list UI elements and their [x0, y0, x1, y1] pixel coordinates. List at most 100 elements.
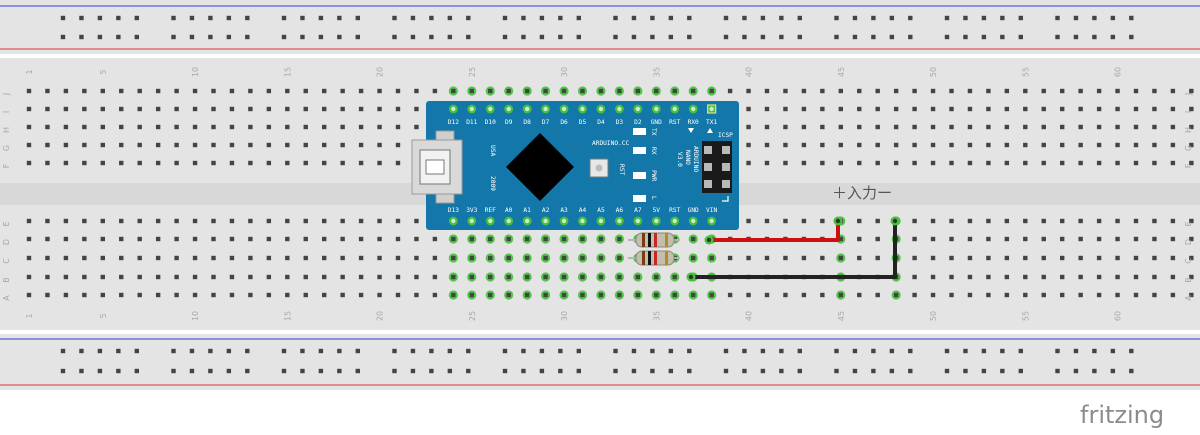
column-number: 5	[99, 69, 108, 74]
column-number: 20	[376, 67, 385, 77]
column-number: 25	[468, 311, 477, 321]
column-number: 35	[652, 67, 661, 77]
arduino-bottom-pin-label: A4	[579, 207, 587, 214]
row-letter-left: A	[2, 295, 11, 301]
row-letter-right: I	[1184, 111, 1193, 113]
icsp-label: ICSP	[718, 132, 733, 139]
arduino-top-pin-label: D4	[597, 119, 605, 126]
column-number: 10	[191, 67, 200, 77]
pwr-led-label: PWR	[650, 170, 657, 181]
column-number: 40	[745, 67, 754, 77]
model-line-2: NANO	[684, 150, 691, 165]
model-line-1: ARDUINO	[692, 146, 699, 172]
icsp-bracket	[722, 196, 729, 202]
column-number: 1	[25, 313, 34, 318]
wire-endpoints	[686, 216, 900, 282]
column-number: 15	[283, 67, 292, 77]
arduino-top-pin-label: D9	[505, 119, 513, 126]
red-wire[interactable]	[709, 221, 840, 242]
row-letter-left: D	[2, 239, 11, 245]
arduino-bottom-pin-label: 3V3	[466, 207, 477, 214]
l-led-label: L	[650, 196, 657, 200]
column-number: 45	[837, 311, 846, 321]
arduino-bottom-pin-label: 5V	[653, 207, 661, 214]
resistor-2[interactable]	[628, 250, 680, 266]
power-rail-holes	[60, 15, 1134, 374]
row-letter-right: B	[1184, 277, 1193, 283]
arduino-top-pin-label: D2	[634, 119, 642, 126]
arduino-top-pin-label: D12	[448, 119, 459, 126]
arduino-bottom-pin-label: A3	[560, 207, 568, 214]
arduino-bottom-pin-label: A7	[634, 207, 642, 214]
column-number: 10	[191, 311, 200, 321]
microcontroller-chip	[506, 133, 574, 201]
tx-led-label: TX	[650, 128, 657, 136]
top-power-rail	[0, 0, 1200, 54]
rx-led-label: RX	[650, 147, 657, 155]
row-letter-left: F	[2, 163, 11, 168]
arduino-top-pin-label: D3	[616, 119, 624, 126]
arduino-bottom-pin-label: A1	[523, 207, 531, 214]
fritzing-logo: fritzing	[1080, 401, 1164, 429]
row-letter-right: G	[1184, 145, 1193, 151]
icsp-pins	[704, 146, 730, 188]
icsp-arrow-icon	[707, 128, 713, 133]
column-number: 1	[25, 69, 34, 74]
row-letter-right: C	[1184, 258, 1193, 264]
year-label: 2009	[489, 176, 496, 191]
arduino-bottom-pin-label: REF	[485, 207, 496, 214]
column-number: 40	[745, 311, 754, 321]
arduino-bottom-pin-label: A0	[505, 207, 513, 214]
usb-tab-bottom	[435, 193, 455, 204]
arduino-top-pin-label: TX1	[706, 119, 717, 126]
row-letter-left: J	[2, 93, 11, 96]
arduino-bottom-pin-label: D13	[448, 207, 459, 214]
column-number: 60	[1114, 67, 1123, 77]
arduino-bottom-pin-label: A2	[542, 207, 550, 214]
resistor-1[interactable]	[628, 232, 680, 248]
row-letter-left: H	[2, 127, 11, 133]
usb-tab-top	[435, 130, 455, 141]
arduino-brand-label: ARDUINO.CC	[592, 140, 630, 147]
row-letter-right: A	[1184, 295, 1193, 301]
column-number: 30	[560, 311, 569, 321]
arduino-top-pin-label: D11	[466, 119, 477, 126]
column-number: 5	[99, 313, 108, 318]
arduino-pins	[448, 104, 717, 226]
column-number: 50	[929, 311, 938, 321]
row-letter-left: I	[2, 111, 11, 113]
row-letter-left: C	[2, 258, 11, 264]
arduino-nano[interactable]: RST ARDUINO.CC USA 2009 TX RX PWR L ARDU…	[411, 101, 739, 230]
arduino-bottom-pin-label: RST	[669, 207, 680, 214]
reset-button-cap	[595, 164, 603, 172]
arduino-bottom-pin-label: A5	[597, 207, 605, 214]
arduino-top-pin-label: D8	[523, 119, 531, 126]
column-number: 25	[468, 67, 477, 77]
tx-led	[633, 128, 646, 135]
black-wire[interactable]	[691, 221, 897, 279]
reset-label: RST	[618, 164, 625, 175]
row-letter-left: E	[2, 221, 11, 226]
row-letter-right: D	[1184, 239, 1193, 245]
row-letter-right: H	[1184, 127, 1193, 133]
arduino-top-pin-label: D10	[485, 119, 496, 126]
row-letter-right: F	[1184, 163, 1193, 168]
column-number: 55	[1021, 311, 1030, 321]
arduino-bottom-pin-label: A6	[616, 207, 624, 214]
arduino-top-pin-label: D5	[579, 119, 587, 126]
column-number: 50	[929, 67, 938, 77]
arduino-bottom-pin-label: GND	[688, 207, 699, 214]
usb-label: USA	[489, 145, 496, 156]
model-line-3: V3.0	[676, 152, 683, 167]
column-number: 35	[652, 311, 661, 321]
arduino-board	[426, 101, 739, 230]
row-letter-left: G	[2, 145, 11, 151]
arduino-bottom-pin-label: VIN	[706, 207, 717, 214]
column-number: 60	[1114, 311, 1123, 321]
row-letter-right: E	[1184, 221, 1193, 226]
column-number: 55	[1021, 67, 1030, 77]
input-annotation: ＋入力ー	[832, 184, 892, 202]
row-letter-right: J	[1184, 93, 1193, 96]
arduino-top-pin-label: RST	[669, 119, 680, 126]
